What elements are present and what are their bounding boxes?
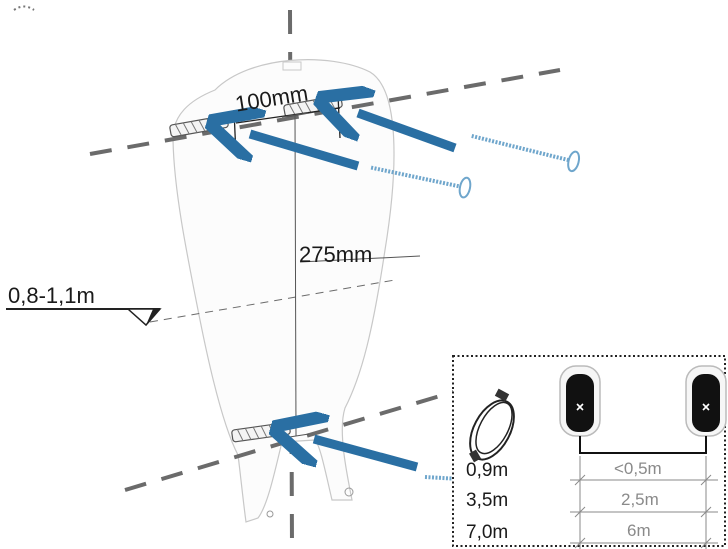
mount-height-label: 0,8-1,1m	[8, 283, 95, 308]
screw-top-right	[471, 134, 581, 173]
insert-arrow-top-right	[358, 113, 457, 153]
cable-length-label: 0,9m	[466, 460, 509, 481]
vertical-spacing-label: 275mm	[299, 242, 373, 267]
cable-length-label: 7,0m	[466, 522, 509, 543]
dimension-275mm-leader	[299, 255, 421, 263]
distance-label: 2,5m	[621, 490, 659, 509]
bottom-guide-line	[124, 388, 461, 492]
charger-connection-line	[579, 436, 707, 454]
insert-arrow-top-left	[250, 134, 360, 171]
screw-top-left	[370, 165, 472, 199]
top-tab	[282, 61, 302, 71]
distance-guides	[570, 456, 718, 549]
distance-label: 6m	[627, 521, 651, 540]
bottom-hole	[344, 487, 354, 497]
insert-arrow-bottom	[314, 439, 419, 472]
charger-unit-right	[685, 365, 727, 437]
cable-length-label: 3,5m	[466, 490, 509, 511]
charger-unit-left	[559, 365, 601, 437]
corner-dots	[13, 5, 35, 11]
distance-label: <0,5m	[614, 459, 662, 478]
bottom-hole	[266, 510, 274, 518]
cable-icon	[469, 388, 515, 463]
